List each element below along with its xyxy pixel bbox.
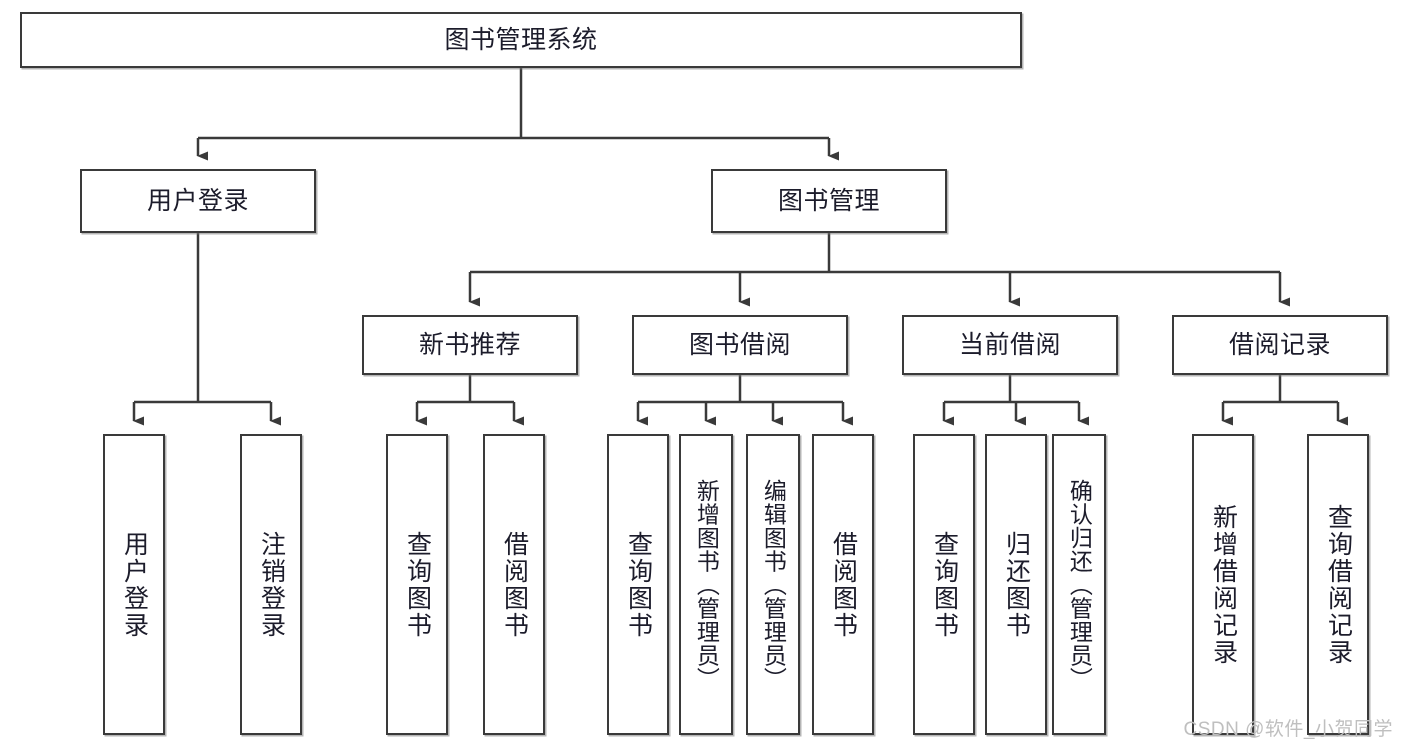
node-leaf-query-record[interactable]: 查询借阅记录: [1307, 434, 1369, 735]
node-book-borrow-label: 图书借阅: [688, 331, 791, 359]
node-new-book-rec[interactable]: 新书推荐: [362, 315, 578, 375]
node-leaf-edit-book-label: 编辑图书（管理员）: [760, 478, 787, 691]
node-leaf-borrow-book-1[interactable]: 借阅图书: [483, 434, 545, 735]
node-leaf-logout[interactable]: 注销登录: [240, 434, 302, 735]
node-leaf-query-record-label: 查询借阅记录: [1324, 503, 1353, 666]
node-leaf-borrow-book-1-label: 借阅图书: [500, 530, 529, 639]
node-book-borrow[interactable]: 图书借阅: [632, 315, 848, 375]
node-leaf-query-book-2[interactable]: 查询图书: [607, 434, 669, 735]
node-leaf-add-book[interactable]: 新增图书（管理员）: [679, 434, 733, 735]
node-new-book-rec-label: 新书推荐: [418, 331, 521, 359]
node-leaf-logout-label: 注销登录: [257, 530, 286, 639]
node-leaf-confirm-return[interactable]: 确认归还（管理员）: [1052, 434, 1106, 735]
node-leaf-add-record[interactable]: 新增借阅记录: [1192, 434, 1254, 735]
node-book-manage-label: 图书管理: [777, 187, 880, 215]
node-leaf-add-record-label: 新增借阅记录: [1209, 503, 1238, 666]
node-leaf-borrow-book-2-label: 借阅图书: [829, 530, 858, 639]
node-book-manage[interactable]: 图书管理: [711, 169, 947, 233]
node-leaf-query-book-1-label: 查询图书: [403, 530, 432, 639]
node-leaf-confirm-return-label: 确认归还（管理员）: [1066, 478, 1093, 691]
node-leaf-borrow-book-2[interactable]: 借阅图书: [812, 434, 874, 735]
node-leaf-user-login-label: 用户登录: [120, 530, 149, 639]
node-leaf-add-book-label: 新增图书（管理员）: [693, 478, 720, 691]
node-borrow-record-label: 借阅记录: [1228, 331, 1331, 359]
node-root-label: 图书管理系统: [444, 26, 598, 54]
csdn-watermark: CSDN @软件_小贺同学: [1183, 719, 1393, 740]
node-current-borrow[interactable]: 当前借阅: [902, 315, 1118, 375]
node-leaf-user-login[interactable]: 用户登录: [103, 434, 165, 735]
node-leaf-query-book-2-label: 查询图书: [624, 530, 653, 639]
node-current-borrow-label: 当前借阅: [958, 331, 1061, 359]
node-user-login[interactable]: 用户登录: [80, 169, 316, 233]
node-leaf-query-book-1[interactable]: 查询图书: [386, 434, 448, 735]
node-leaf-edit-book[interactable]: 编辑图书（管理员）: [746, 434, 800, 735]
node-borrow-record[interactable]: 借阅记录: [1172, 315, 1388, 375]
node-leaf-query-book-3-label: 查询图书: [930, 530, 959, 639]
node-user-login-label: 用户登录: [146, 187, 249, 215]
node-leaf-return-book[interactable]: 归还图书: [985, 434, 1047, 735]
node-leaf-return-book-label: 归还图书: [1002, 530, 1031, 639]
node-leaf-query-book-3[interactable]: 查询图书: [913, 434, 975, 735]
node-root[interactable]: 图书管理系统: [20, 12, 1022, 68]
